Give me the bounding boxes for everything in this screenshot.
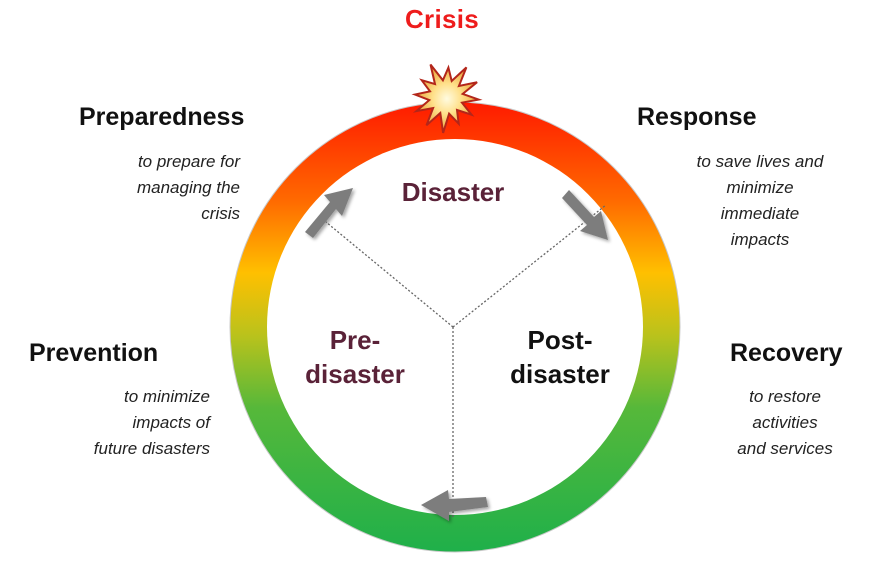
desc-line: managing the	[136, 178, 240, 197]
inner-label-post-disaster: Post- disaster	[490, 323, 630, 391]
desc-line: to restore	[749, 387, 821, 406]
desc-line: to save lives and	[696, 152, 824, 171]
desc-line: impacts of	[132, 413, 210, 432]
arrow-disaster-to-post-icon	[562, 190, 608, 240]
desc-line: immediate	[720, 204, 800, 223]
phase-title-response: Response	[637, 103, 757, 131]
phase-title-recovery: Recovery	[730, 339, 843, 367]
inner-line: Post-	[527, 325, 593, 355]
inner-label-disaster: Disaster	[401, 177, 505, 207]
desc-line: crisis	[201, 204, 240, 223]
desc-line: future disasters	[93, 439, 210, 458]
inner-line: disaster	[305, 359, 405, 389]
desc-line: and services	[737, 439, 833, 458]
inner-line: Pre-	[329, 325, 381, 355]
desc-line: to prepare for	[137, 152, 240, 171]
burst-shape	[411, 63, 483, 134]
desc-line: minimize	[726, 178, 794, 197]
phase-title-prevention: Prevention	[29, 339, 159, 367]
phase-title-preparedness: Preparedness	[79, 103, 245, 131]
phase-desc-recovery: to restore activities and services	[700, 384, 870, 462]
phase-divider-lines	[325, 204, 607, 517]
inner-line: disaster	[510, 359, 610, 389]
crisis-label: Crisis	[404, 4, 480, 34]
inner-label-pre-disaster: Pre- disaster	[290, 323, 420, 391]
arrow-post-to-pre-icon	[421, 490, 488, 521]
desc-line: impacts	[730, 230, 790, 249]
phase-desc-response: to save lives and minimize immediate imp…	[660, 149, 860, 253]
arrow-pre-to-disaster-icon	[305, 188, 353, 238]
cycle-arrows	[305, 188, 608, 521]
desc-line: activities	[752, 413, 818, 432]
desc-line: to minimize	[124, 387, 210, 406]
phase-desc-preparedness: to prepare for managing the crisis	[60, 149, 240, 227]
phase-desc-prevention: to minimize impacts of future disasters	[40, 384, 210, 462]
crisis-burst-icon	[411, 63, 483, 134]
